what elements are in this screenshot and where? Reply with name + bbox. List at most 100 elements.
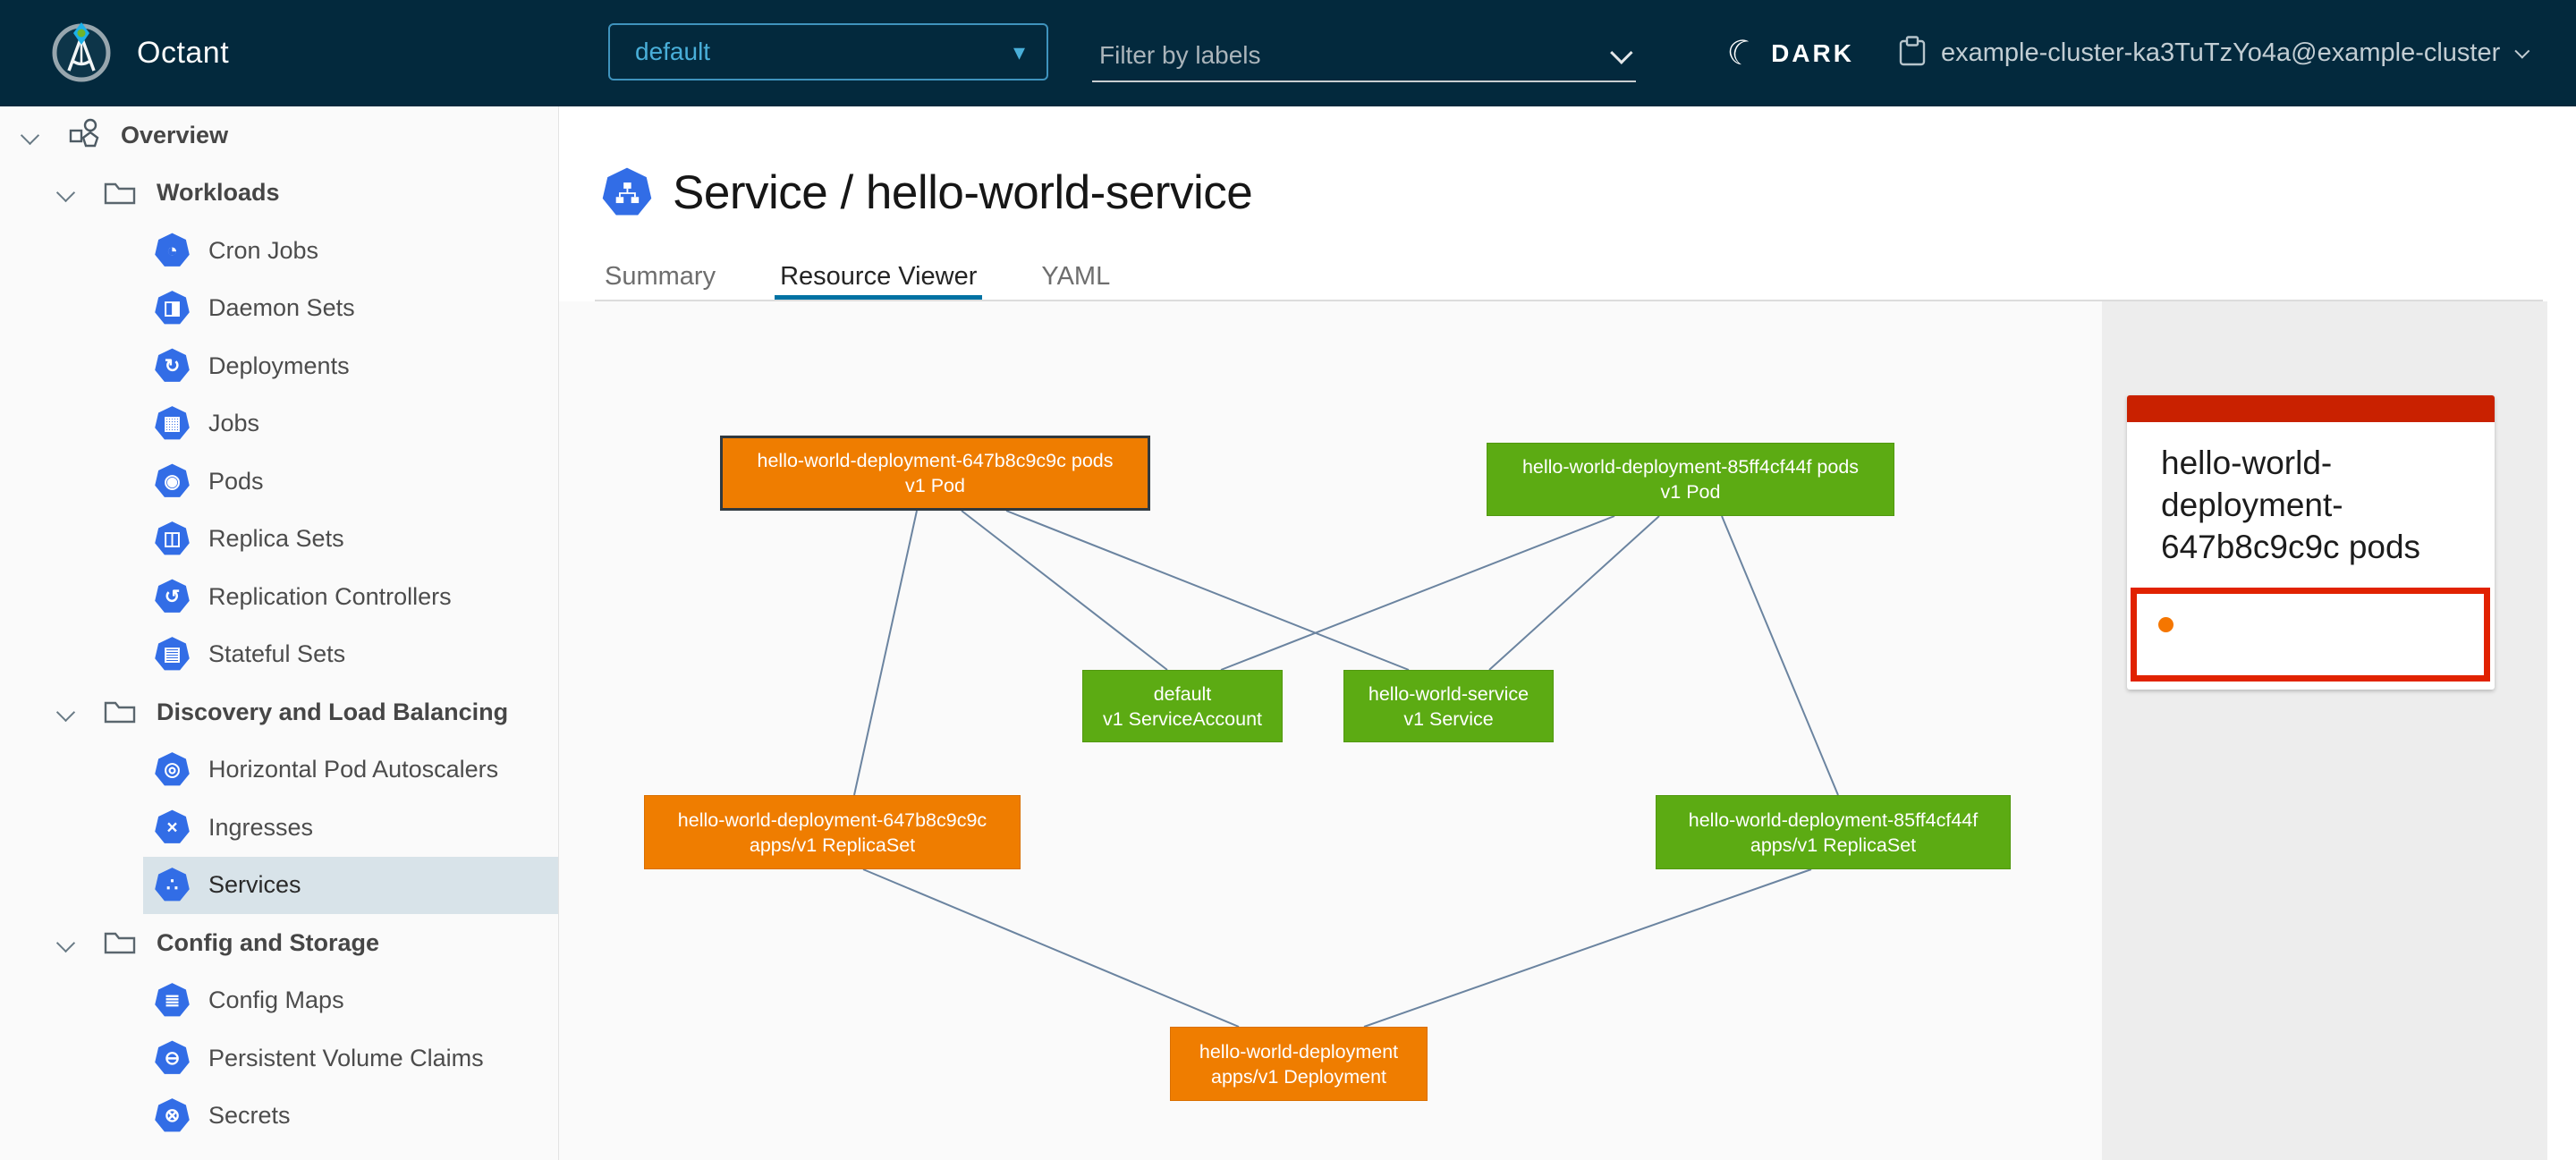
deployment-icon: ↻ <box>155 348 190 382</box>
status-dot-icon <box>2158 617 2174 632</box>
namespace-value: default <box>635 38 711 65</box>
node-name: hello-world-deployment <box>1199 1040 1399 1063</box>
graph-edge-rs-85f-deploy-hello-world <box>1363 868 1812 1028</box>
folder-icon <box>101 180 139 207</box>
sidebar-item-workloads[interactable]: Workloads <box>0 165 558 223</box>
filter-placeholder: Filter by labels <box>1099 41 1261 69</box>
sidebar-item-label: Secrets <box>208 1102 291 1130</box>
sidebar-item-services[interactable]: ∴ Services <box>0 856 558 914</box>
pvc-icon: ⊖ <box>155 1040 190 1074</box>
graph-edge-pod-647-rs-647 <box>853 510 918 796</box>
chevron-down-icon[interactable] <box>55 183 76 203</box>
sidebar-item-config-maps[interactable]: ≣ Config Maps <box>0 972 558 1030</box>
chevron-down-icon[interactable] <box>55 933 76 953</box>
label-filter-input[interactable]: Filter by labels <box>1092 30 1636 82</box>
sidebar-item-label: Workloads <box>157 179 280 207</box>
folder-icon <box>101 699 139 725</box>
tab-yaml[interactable]: YAML <box>1041 262 1111 291</box>
sidebar-item-persistent-volume-claims[interactable]: ⊖ Persistent Volume Claims <box>0 1029 558 1088</box>
node-name: hello-world-deployment-647b8c9c9c pods <box>757 450 1114 471</box>
sidebar-item-horizontal-pod-autoscalers[interactable]: ◎ Horizontal Pod Autoscalers <box>0 741 558 800</box>
applications-icon <box>65 117 103 153</box>
node-kind: v1 Pod <box>905 475 965 496</box>
cluster-selector[interactable]: example-cluster-ka3TuTzYo4a@example-clus… <box>1898 0 2530 106</box>
pod-icon: ◉ <box>155 463 190 497</box>
sidebar-item-overview[interactable]: Overview <box>0 106 558 165</box>
replication-controller-icon: ↺ <box>155 579 190 613</box>
sidebar-item-secrets[interactable]: ⊗Secrets <box>0 1088 558 1146</box>
graph-edge-rs-647-deploy-hello-world <box>862 868 1240 1028</box>
configmap-icon: ≣ <box>155 983 190 1017</box>
sidebar-item-deployments[interactable]: ↻ Deployments <box>0 337 558 395</box>
graph-edge-pod-85f-svc-hello-world <box>1488 515 1660 671</box>
cluster-icon <box>1898 35 1927 72</box>
sidebar-item-label: Cron Jobs <box>208 236 319 264</box>
sidebar-item-daemon-sets[interactable]: ◨Daemon Sets <box>0 280 558 338</box>
status-highlight-box <box>2131 588 2490 682</box>
graph-edge-pod-647-sa-default <box>961 510 1168 671</box>
chevron-down-icon[interactable] <box>55 702 76 722</box>
sidebar-item-label: Ingresses <box>208 813 314 841</box>
graph-edges <box>853 510 1839 1028</box>
chevron-down-icon[interactable] <box>1610 41 1633 64</box>
sidebar-item-label: Replica Sets <box>208 525 344 553</box>
tab-bar: Summary Resource Viewer YAML <box>601 257 1114 301</box>
tab-resource-viewer[interactable]: Resource Viewer <box>775 257 983 301</box>
node-name: hello-world-deployment-85ff4cf44f pods <box>1521 456 1860 478</box>
node-name: default <box>1153 682 1212 705</box>
sidebar-item-label: Services <box>208 871 301 899</box>
app-header: Octant default ▾ Filter by labels ☾ DARK… <box>0 0 2576 106</box>
node-name: hello-world-deployment-647b8c9c9c <box>677 809 987 831</box>
brand: Octant <box>49 0 229 106</box>
sidebar-item-stateful-sets[interactable]: ▤Stateful Sets <box>0 626 558 684</box>
sidebar-item-label: Config Maps <box>208 986 344 1014</box>
namespace-selector[interactable]: default ▾ <box>608 23 1048 80</box>
moon-icon: ☾ <box>1721 30 1762 76</box>
node-name: hello-world-deployment-85ff4cf44f <box>1688 809 1979 831</box>
statefulset-icon: ▤ <box>155 637 190 671</box>
sidebar-item-ingresses[interactable]: ×Ingresses <box>0 799 558 857</box>
replicaset-icon: ◫ <box>155 521 190 555</box>
cluster-context-value: example-cluster-ka3TuTzYo4a@example-clus… <box>1941 38 2501 67</box>
dark-mode-label: DARK <box>1771 38 1854 67</box>
sidebar-item-label: Horizontal Pod Autoscalers <box>208 756 499 783</box>
cronjob-icon: ◔ <box>155 233 190 267</box>
sidebar-item-jobs[interactable]: ▦Jobs <box>0 395 558 453</box>
main-content: Service / hello-world-service Summary Re… <box>559 106 2576 1160</box>
sidebar-item-label: Daemon Sets <box>208 294 355 322</box>
sidebar-item-label: Overview <box>121 121 229 148</box>
node-name: hello-world-service <box>1368 682 1530 705</box>
sidebar-item-discovery-and-load-balancing[interactable]: Discovery and Load Balancing <box>0 683 558 741</box>
chevron-down-icon[interactable] <box>20 125 40 145</box>
resource-graph: hello-world-deployment-647b8c9c9c pods v1… <box>559 301 2102 1160</box>
graph-node-pod-647[interactable]: hello-world-deployment-647b8c9c9c pods v1… <box>720 436 1150 511</box>
sidebar-item-config-and-storage[interactable]: Config and Storage <box>0 914 558 972</box>
service-icon: ∴ <box>155 868 190 902</box>
node-kind: v1 ServiceAccount <box>1102 707 1263 730</box>
graph-edge-pod-85f-rs-85f <box>1721 515 1839 796</box>
hpa-icon: ◎ <box>155 752 190 786</box>
folder-icon <box>101 929 139 956</box>
sidebar-item-label: Config and Storage <box>157 928 379 956</box>
sidebar-item-cron-jobs[interactable]: ◔ Cron Jobs <box>0 222 558 280</box>
sidebar-item-label: Persistent Volume Claims <box>208 1044 484 1071</box>
node-kind: v1 Pod <box>1660 481 1721 503</box>
graph-node-pod-85f[interactable]: hello-world-deployment-85ff4cf44f pods v1… <box>1487 443 1894 516</box>
tab-summary[interactable]: Summary <box>605 262 716 291</box>
resource-detail-card[interactable]: hello-world-deployment-647b8c9c9c pods <box>2127 395 2495 690</box>
sidebar-item-replica-sets[interactable]: ◫ Replica Sets <box>0 511 558 569</box>
app-title: Octant <box>137 36 230 70</box>
sidebar-item-label: Deployments <box>208 351 350 379</box>
dark-mode-toggle[interactable]: ☾ DARK <box>1721 0 1854 106</box>
sidebar-item-label: Pods <box>208 467 264 495</box>
graph-edge-pod-647-svc-hello-world <box>1005 510 1410 671</box>
octant-logo-icon <box>49 19 114 88</box>
sidebar-item-pods[interactable]: ◉ Pods <box>0 453 558 511</box>
sidebar-item-replication-controllers[interactable]: ↺Replication Controllers <box>0 568 558 626</box>
node-kind: v1 Service <box>1403 707 1494 730</box>
